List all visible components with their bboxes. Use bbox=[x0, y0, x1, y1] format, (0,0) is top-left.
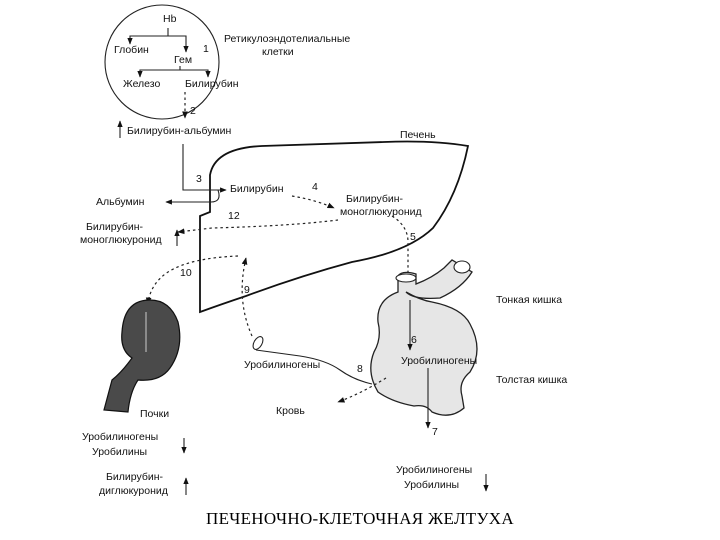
globin-label: Глобин bbox=[114, 44, 149, 56]
step-4: 4 bbox=[312, 181, 318, 193]
gem-label: Гем bbox=[174, 54, 192, 66]
bmg-left-line2: моноглюкуронид bbox=[80, 234, 162, 246]
step-5: 5 bbox=[410, 231, 416, 243]
intestine-opening bbox=[395, 273, 417, 283]
albumin-label: Альбумин bbox=[96, 196, 145, 208]
blood-label: Кровь bbox=[276, 405, 305, 417]
reticulo-label-line1: Ретикулоэндотелиальные bbox=[224, 33, 350, 45]
step-7: 7 bbox=[432, 426, 438, 438]
urine-bdg-line1: Билирубин- bbox=[106, 471, 164, 483]
hb-split-arrow bbox=[127, 28, 169, 45]
regurgitation-arrow bbox=[177, 219, 339, 235]
portal-return-arrow bbox=[241, 257, 253, 337]
urine-urobilins-label: Уробилины bbox=[92, 446, 147, 458]
step-9: 9 bbox=[244, 284, 250, 296]
conjugation-arrow bbox=[291, 195, 335, 209]
urobilinogens-blood-label: Уробилиногены bbox=[244, 359, 320, 371]
bmg-liver-line2: моноглюкуронид bbox=[340, 206, 422, 218]
step-6: 6 bbox=[411, 334, 417, 346]
feces-urobilins-label: Уробилины bbox=[404, 479, 459, 491]
reticuloendothelial-cell-circle bbox=[104, 4, 220, 120]
bilirubin-liver-label: Билирубин bbox=[230, 183, 284, 195]
uptake-arrow bbox=[182, 144, 227, 193]
step-10: 10 bbox=[180, 267, 192, 279]
bile-excretion-arrow bbox=[391, 215, 411, 285]
large-intestine-label: Толстая кишка bbox=[496, 374, 567, 386]
urine-urobilinogens-label: Уробилиногены bbox=[82, 431, 158, 443]
vessel-end bbox=[252, 336, 264, 350]
hb-to-gem-arrow bbox=[168, 35, 189, 53]
bilirubin-top-label: Билирубин bbox=[185, 78, 239, 90]
urobilinogens-gut-label: Уробилиногены bbox=[401, 355, 477, 367]
gem-to-bilirubin-arrow bbox=[180, 69, 211, 78]
bmg-left-line1: Билирубин- bbox=[86, 221, 144, 233]
small-intestine-label: Тонкая кишка bbox=[496, 294, 562, 306]
step-2: 2 bbox=[190, 105, 196, 117]
to-kidney-arrow bbox=[145, 255, 239, 305]
step-1: 1 bbox=[203, 43, 209, 55]
step-3: 3 bbox=[196, 173, 202, 185]
caption: ПЕЧЕНОЧНО-КЛЕТОЧНАЯ ЖЕЛТУХА bbox=[206, 509, 514, 528]
intestine-shape bbox=[370, 259, 478, 416]
reticulo-label-line2: клетки bbox=[262, 46, 294, 58]
bilirubin-albumin-label: Билирубин-альбумин bbox=[127, 125, 231, 137]
step-12: 12 bbox=[228, 210, 240, 222]
portal-vein-line bbox=[255, 349, 373, 385]
feces-urobilinogens-label: Уробилиногены bbox=[396, 464, 472, 476]
kidney-shape bbox=[103, 299, 181, 413]
hb-label: Hb bbox=[163, 13, 177, 25]
step-8: 8 bbox=[357, 363, 363, 375]
albumin-release-arrow bbox=[165, 189, 220, 205]
bmg-liver-line1: Билирубин- bbox=[346, 193, 404, 205]
urine-bdg-line2: диглюкуронид bbox=[99, 485, 168, 497]
iron-label: Железо bbox=[123, 78, 160, 90]
gem-split-arrow bbox=[137, 66, 181, 78]
kidneys-label: Почки bbox=[140, 408, 169, 420]
liver-outline bbox=[199, 140, 470, 314]
intestine-end-ring bbox=[453, 260, 471, 274]
liver-label: Печень bbox=[400, 129, 436, 141]
absorption-arrow bbox=[337, 377, 387, 403]
